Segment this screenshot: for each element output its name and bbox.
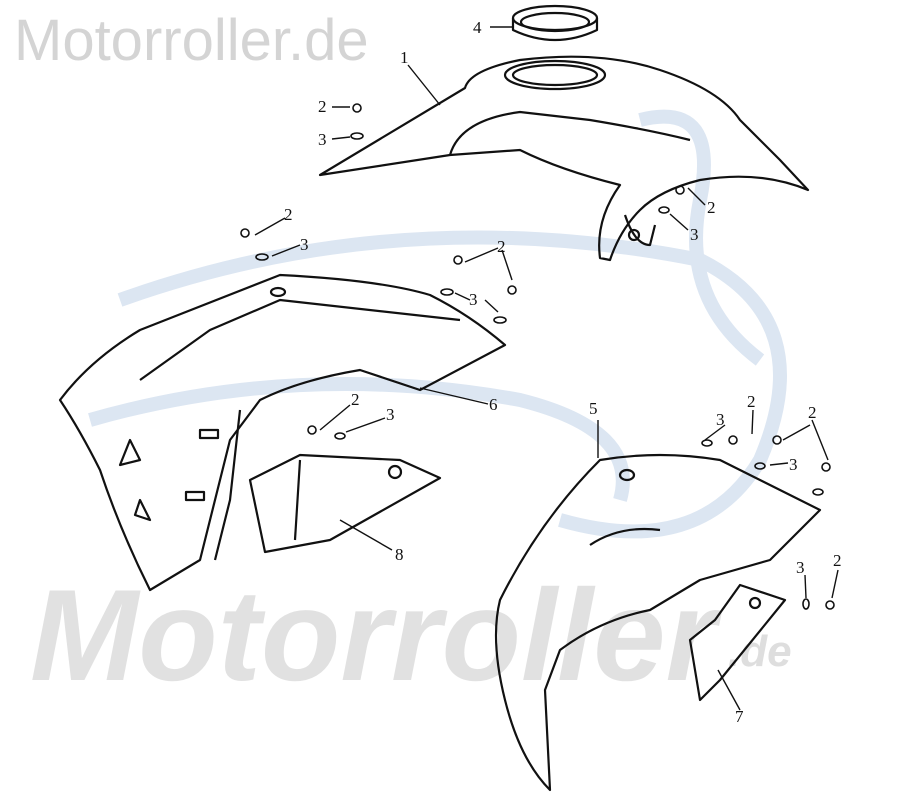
part-4-ring [511,4,599,42]
callout-3: 3 [469,290,478,309]
callout-6: 6 [489,395,498,414]
watermark-bottom-suffix: .de [728,627,792,676]
watermark-bottom: Motorroller [30,562,717,708]
leader-lines [254,26,839,711]
callout-2: 2 [497,237,506,256]
part-6-left-panel [58,273,507,592]
part-7-bracket [688,583,787,702]
callout-2: 2 [808,403,817,422]
callout-3: 3 [318,130,327,149]
screws-and-washers [240,103,835,610]
part-8-bracket [248,453,442,554]
callout-2: 2 [747,392,756,411]
callout-7: 7 [735,707,744,726]
callout-3: 3 [300,235,309,254]
callout-3: 3 [796,558,805,577]
callout-2: 2 [318,97,327,116]
watermark-top: Motorroller.de [14,8,369,73]
callout-8: 8 [395,545,404,564]
callout-2: 2 [833,551,842,570]
callout-3: 3 [789,455,798,474]
callout-1: 1 [400,48,409,67]
callout-2: 2 [707,198,716,217]
callout-2: 2 [351,390,360,409]
callout-4: 4 [473,18,482,37]
callout-2: 2 [284,205,293,224]
callout-labels: 4 1 2 3 2 3 2 3 2 3 6 2 3 8 5 3 2 2 3 3 … [284,18,842,726]
logo-swirl [88,109,787,539]
callout-3: 3 [386,405,395,424]
callout-3: 3 [716,410,725,429]
part-1-tank-cover [318,55,810,262]
callout-5: 5 [589,399,598,418]
part-5-right-panel [494,453,822,792]
callout-3: 3 [690,225,699,244]
